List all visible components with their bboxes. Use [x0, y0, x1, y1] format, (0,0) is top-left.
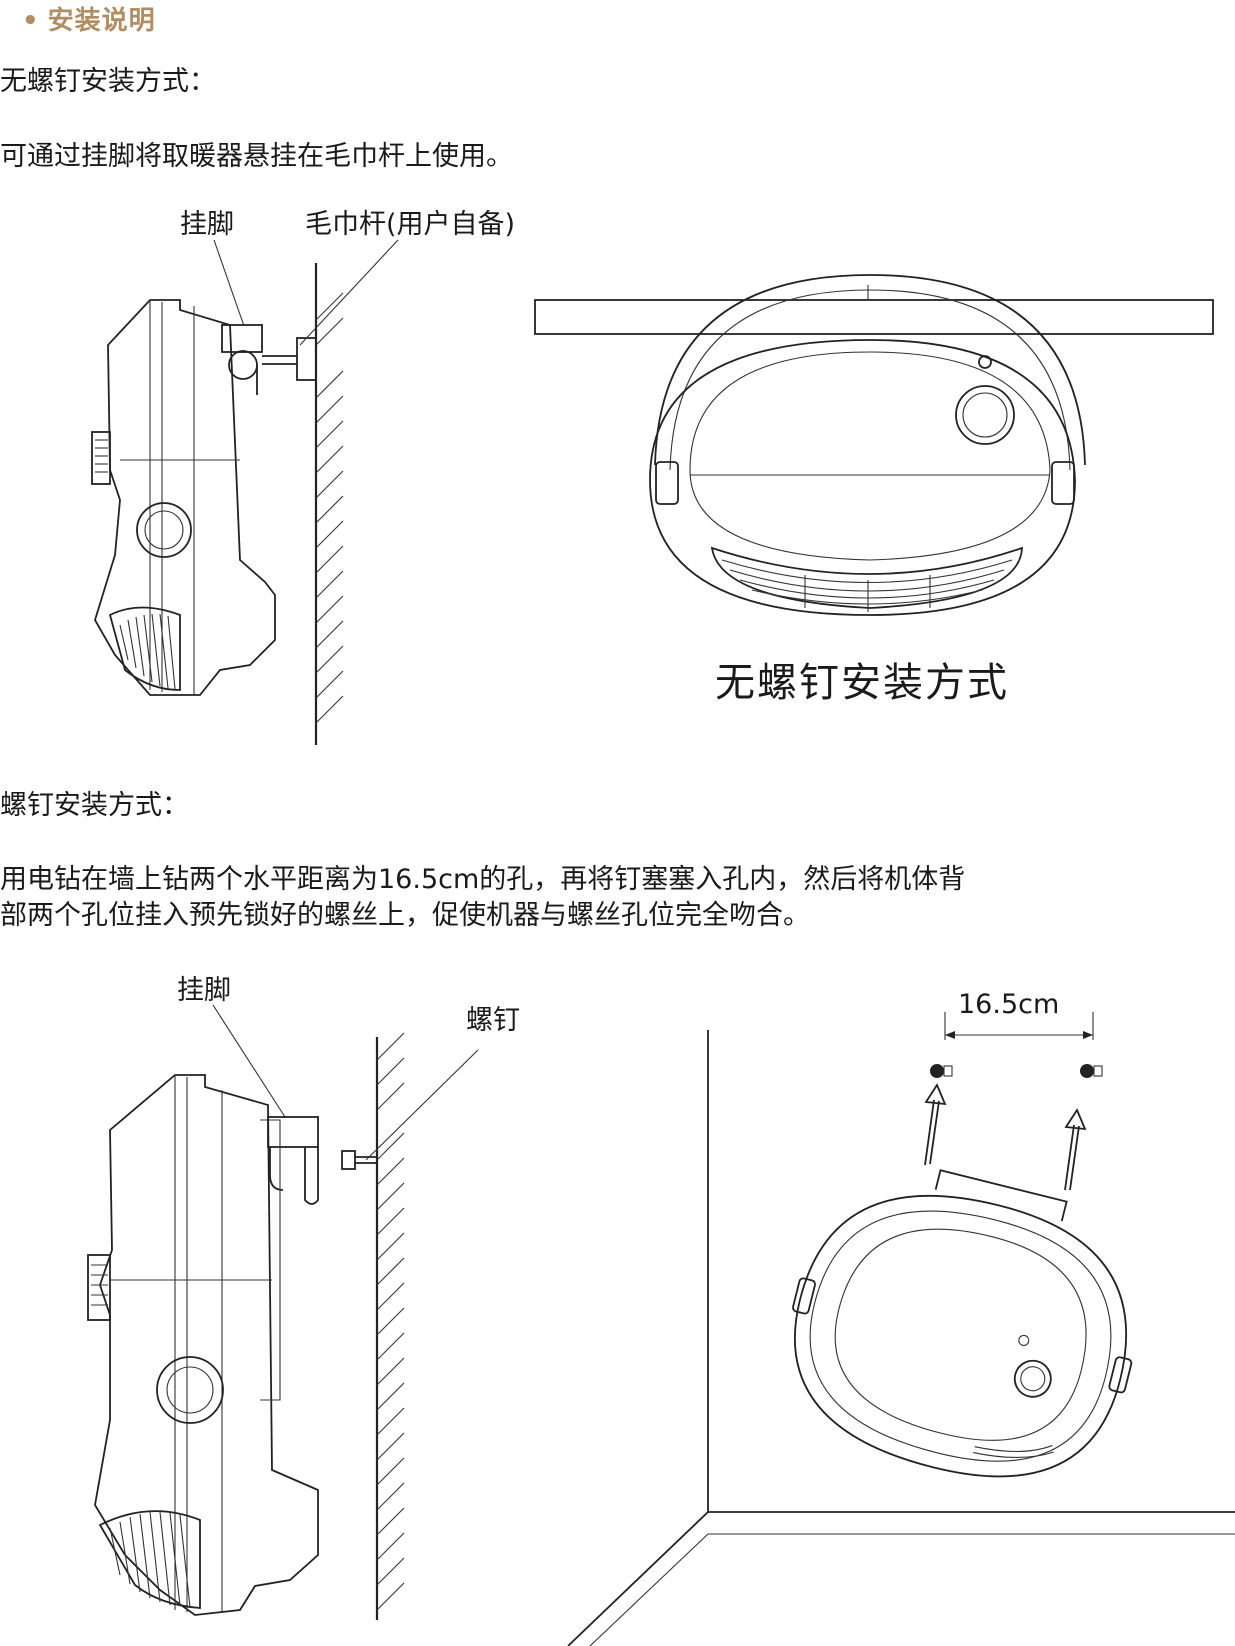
- method1-caption: 无螺钉安装方式: [715, 660, 1009, 706]
- method1-description: 可通过挂脚将取暖器悬挂在毛巾杆上使用。: [0, 141, 513, 172]
- heater-front-illustration: [534, 274, 1214, 616]
- section-title: •安装说明: [22, 0, 156, 37]
- method2-description-line1: 用电钻在墙上钻两个水平距离为16.5cm的孔，再将钉塞塞入孔内，然后将机体背: [0, 864, 966, 895]
- screw-label: 螺钉: [466, 1005, 520, 1036]
- heater-screw-side-illustration: [87, 1004, 479, 1620]
- heater-side-illustration: [91, 239, 399, 745]
- section-title-text: 安装说明: [47, 6, 156, 36]
- method2-heading: 螺钉安装方式：: [0, 790, 189, 821]
- method2-description-line2: 部两个孔位挂入预先锁好的螺丝上，促使机器与螺丝孔位完全吻合。: [0, 900, 810, 931]
- towel-rail-label: 毛巾杆(用户自备): [305, 209, 516, 240]
- dimension-label: 16.5cm: [958, 989, 1060, 1020]
- hanging-foot-label: 挂脚: [180, 209, 234, 240]
- bullet-icon: •: [22, 6, 40, 36]
- method1-heading: 无螺钉安装方式：: [0, 66, 216, 97]
- method2-hanging-foot-label: 挂脚: [177, 975, 231, 1006]
- wall-corner-illustration: [567, 1012, 1235, 1646]
